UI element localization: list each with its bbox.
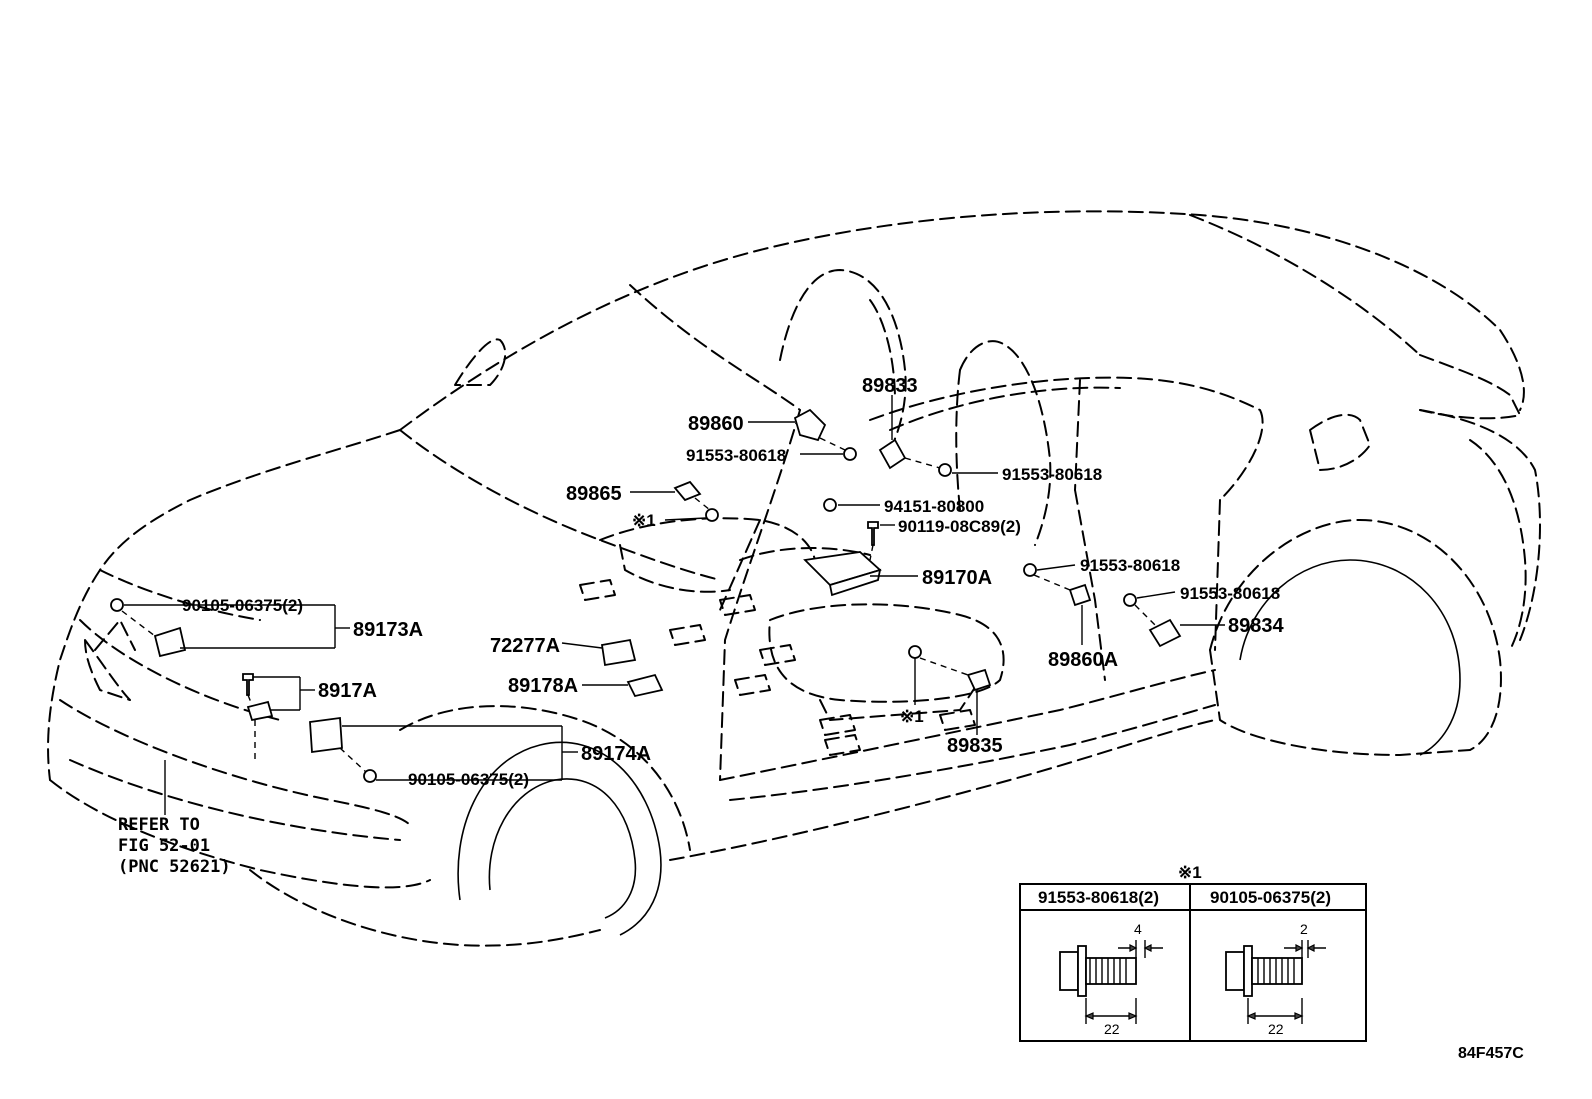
inset-col1-dim-top: 4 <box>1134 921 1142 937</box>
partnum-94151: 94151-80800 <box>884 497 984 516</box>
partnum-90119: 90119-08C89(2) <box>898 517 1021 536</box>
refer-to-note: REFER TO FIG 52-01 (PNC 52621) <box>118 815 231 877</box>
figure-code: 84F457C <box>1458 1045 1524 1062</box>
callout-labels: 89833 89860 91553-80618 91553-80618 8986… <box>182 375 1284 789</box>
sensor-8917a <box>246 700 274 722</box>
sensor-89834 <box>1148 618 1182 648</box>
inset-col1-header: 91553-80618(2) <box>1038 888 1159 907</box>
refer-line2: FIG 52-01 <box>118 836 210 856</box>
bolt-90105-a <box>110 598 124 612</box>
callout-89833: 89833 <box>862 375 918 397</box>
callout-89860: 89860 <box>688 413 744 435</box>
callout-89835: 89835 <box>947 735 1003 757</box>
inset-col2-dim-top: 2 <box>1300 921 1308 937</box>
bolt-91553-b <box>938 463 952 477</box>
callout-72277a: 72277A <box>490 635 560 657</box>
bolt-90119 <box>867 521 879 546</box>
bolt-mark1-a <box>705 508 719 522</box>
callout-89860a: 89860A <box>1048 649 1118 671</box>
callout-89865: 89865 <box>566 483 622 505</box>
callout-89174a: 89174A <box>581 743 651 765</box>
floor-brackets <box>579 579 976 756</box>
callout-89173a: 89173A <box>353 619 423 641</box>
bolt-91553-d <box>1123 593 1137 607</box>
sensor-89174a <box>309 716 343 754</box>
inset-col2-header: 90105-06375(2) <box>1210 888 1331 907</box>
sensor-89178a <box>626 673 664 698</box>
mark1-b: ※1 <box>900 707 924 726</box>
bolt-90105-b <box>363 769 377 783</box>
partnum-91553-c: 91553-80618 <box>1080 556 1180 575</box>
bolt-91553-c <box>1023 563 1037 577</box>
bolt-mark1-b <box>908 645 922 659</box>
sensor-89833 <box>878 438 907 470</box>
sensor-89173a <box>153 626 187 658</box>
sensor-89835 <box>966 668 992 692</box>
bolt-91553-a <box>843 447 857 461</box>
parts <box>110 408 1182 783</box>
callout-89178a: 89178A <box>508 675 578 697</box>
inset-col2-dim-bottom: 22 <box>1268 1021 1284 1037</box>
mark1-a: ※1 <box>632 511 656 530</box>
partnum-91553-b: 91553-80618 <box>1002 465 1102 484</box>
callout-89170a: 89170A <box>922 567 992 589</box>
refer-line3: (PNC 52621) <box>118 857 231 877</box>
refer-line1: REFER TO <box>118 815 200 835</box>
leader-lines <box>121 395 1225 815</box>
partnum-91553-d: 91553-80618 <box>1180 584 1280 603</box>
bolt-drawing-90105: 2 22 <box>1225 921 1326 1037</box>
partnum-91553-a: 91553-80618 <box>686 446 786 465</box>
inset-mark: ※1 <box>1178 863 1202 882</box>
bolt-8917a <box>242 673 254 696</box>
callout-8917a: 8917A <box>318 680 377 702</box>
nut-94151 <box>823 498 837 512</box>
partnum-90105-a: 90105-06375(2) <box>182 596 303 615</box>
sensor-89865 <box>673 480 702 502</box>
bolt-drawing-91553: 4 22 <box>1059 921 1163 1037</box>
sensor-89860 <box>793 408 827 442</box>
sensor-89860a <box>1068 583 1092 607</box>
car-outline <box>47 210 1541 947</box>
callout-89834: 89834 <box>1228 615 1284 637</box>
inset-col1-dim-bottom: 22 <box>1104 1021 1120 1037</box>
bracket-72277a <box>600 638 637 667</box>
bolt-spec-inset: ※1 91553-80618(2) 90105-06375(2) 4 22 <box>1019 863 1367 1042</box>
partnum-90105-b: 90105-06375(2) <box>408 770 529 789</box>
